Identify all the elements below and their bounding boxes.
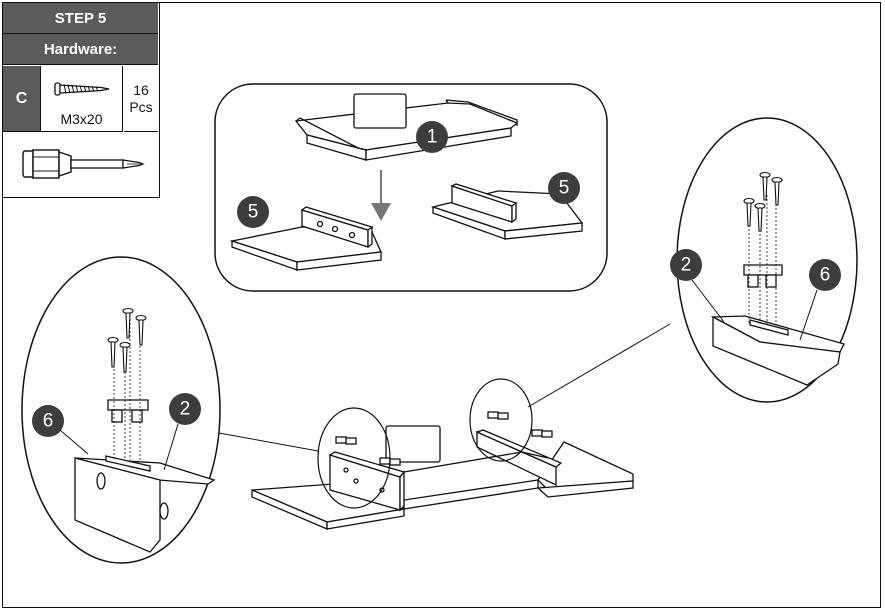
hardware-code: C — [3, 66, 41, 132]
hardware-quantity: 16 Pcs — [124, 66, 158, 132]
screw-icon — [54, 82, 110, 96]
hardware-title: Hardware: — [3, 34, 158, 65]
hardware-size: M3x20 — [60, 111, 103, 127]
quantity-value: 16 — [133, 81, 149, 98]
hardware-screw-cell: M3x20 — [41, 66, 123, 132]
hardware-box: STEP 5 Hardware: C M3x20 16 Pcs — [2, 2, 160, 198]
quantity-unit: Pcs — [129, 98, 153, 115]
step-label: STEP 5 — [3, 3, 158, 34]
screwdriver-icon — [22, 149, 145, 179]
tool-cell — [3, 133, 158, 196]
